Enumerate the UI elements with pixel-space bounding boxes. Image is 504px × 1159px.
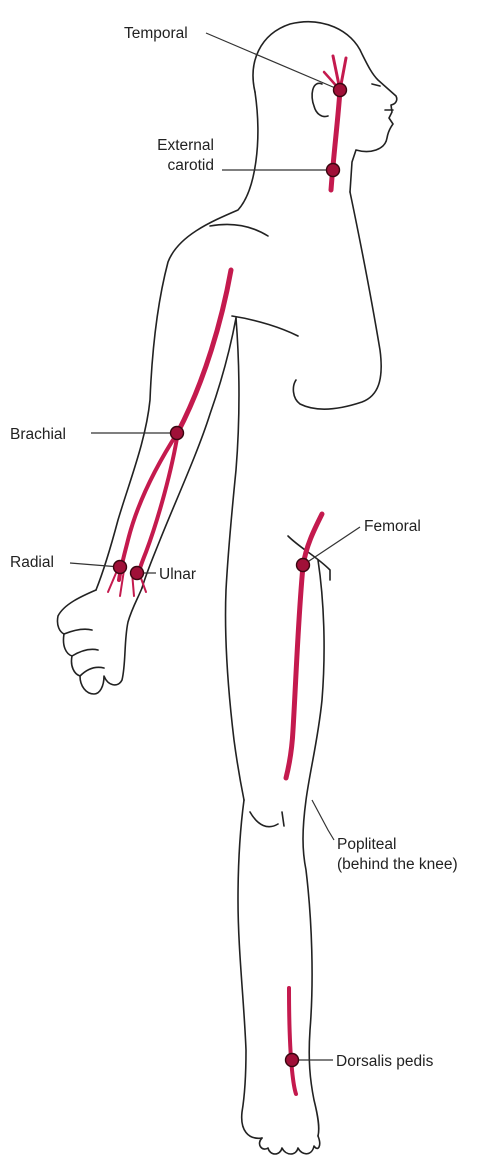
radial-pulse-point — [114, 561, 127, 574]
temporal-label: Temporal — [124, 25, 188, 42]
knee-detail — [250, 812, 284, 827]
external-carotid-label-line: carotid — [167, 157, 214, 174]
radial-leader-line — [70, 563, 120, 567]
temporal-leader-line — [206, 33, 340, 90]
toes-outline — [260, 1136, 320, 1154]
femoral-label-line: Femoral — [364, 518, 421, 535]
torso-outline — [225, 318, 244, 800]
shoulder-detail — [210, 224, 298, 336]
external-carotid-pulse-point — [327, 164, 340, 177]
brachial-artery — [178, 270, 231, 432]
ulnar-label: Ulnar — [159, 566, 196, 583]
dorsalis-pedis-artery — [289, 988, 296, 1094]
dorsalis-pedis-pulse-point — [286, 1054, 299, 1067]
brachial-pulse-point — [171, 427, 184, 440]
ulnar-label-line: Ulnar — [159, 566, 196, 583]
popliteal-label-line: Popliteal — [337, 836, 396, 853]
pulse-point-markers — [114, 84, 347, 1067]
leader-lines — [70, 33, 360, 1060]
external-carotid-label: External carotid — [157, 137, 214, 174]
ear-outline — [312, 83, 328, 116]
popliteal-label: Popliteal (behind the knee) — [337, 836, 458, 873]
head-outline — [253, 22, 397, 192]
face-detail — [372, 84, 393, 110]
body-outline — [57, 22, 396, 1154]
finger-lines — [64, 629, 104, 676]
front-leg-outline — [238, 800, 262, 1138]
brachial-label-line: Brachial — [10, 426, 66, 443]
dorsalis-pedis-label-line: Dorsalis pedis — [336, 1053, 434, 1070]
popliteal-leader-line — [312, 800, 334, 840]
femoral-label: Femoral — [364, 518, 421, 535]
radial-artery — [119, 432, 178, 580]
brachial-label: Brachial — [10, 426, 66, 443]
hand-outline — [57, 588, 142, 694]
chest-outline — [293, 192, 381, 409]
temporal-pulse-point — [334, 84, 347, 97]
popliteal-label-line: (behind the knee) — [337, 856, 458, 873]
ulnar-pulse-point — [131, 567, 144, 580]
temporal-label-line: Temporal — [124, 25, 188, 42]
inner-arm-outline — [142, 318, 236, 588]
back-leg-outline — [303, 560, 324, 1136]
radial-label-line: Radial — [10, 554, 54, 571]
external-carotid-label-line: External — [157, 137, 214, 154]
dorsalis-pedis-label: Dorsalis pedis — [336, 1053, 434, 1070]
femoral-pulse-point — [297, 559, 310, 572]
radial-label: Radial — [10, 554, 54, 571]
ulnar-artery — [137, 432, 178, 578]
